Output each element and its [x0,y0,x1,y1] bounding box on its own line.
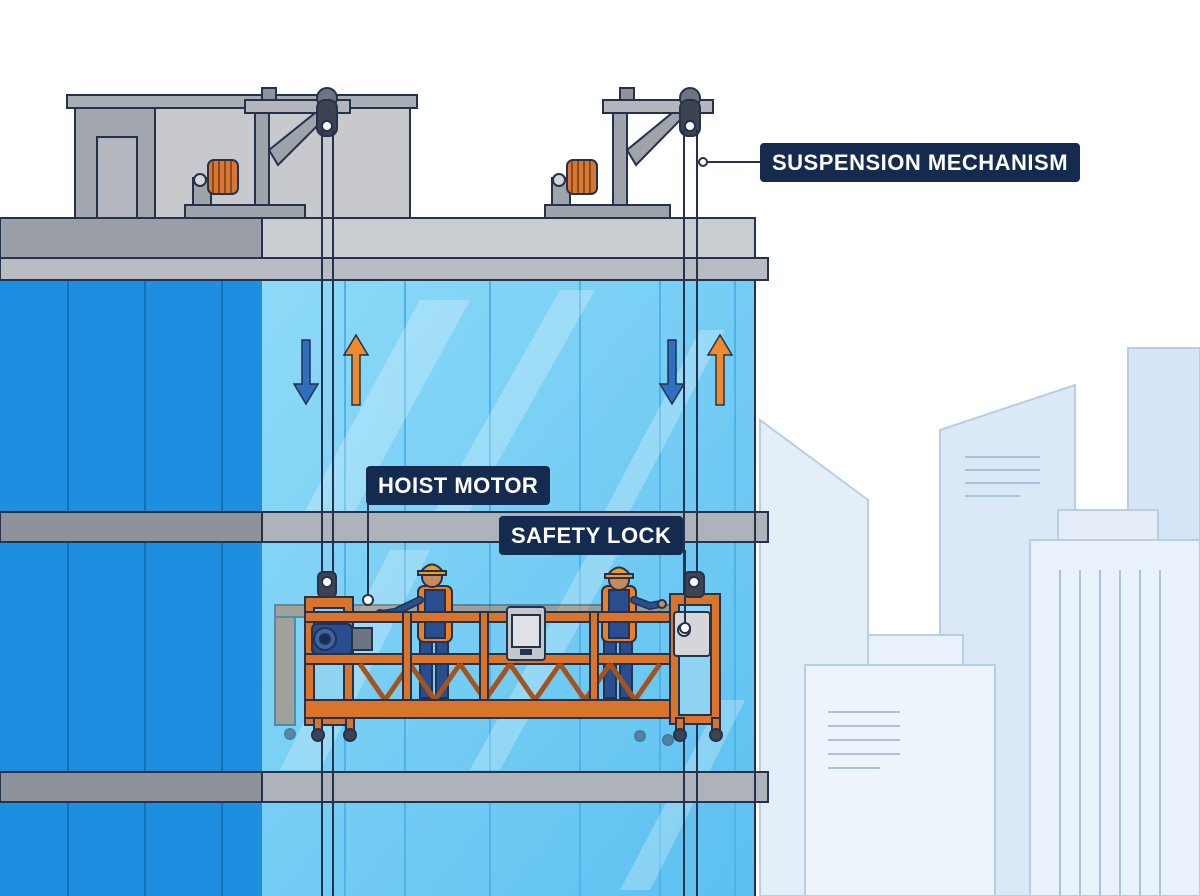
davit-arm-left [184,87,351,219]
safety-lock-label: SAFETY LOCK [499,516,684,555]
roof-door [96,136,138,219]
building-facade [0,217,769,896]
bg-tower-low [804,664,996,896]
hoist-motor-label: HOIST MOTOR [366,466,551,505]
leader-lines [362,157,760,634]
winch-icon [551,159,598,206]
arrow-down-icon [658,339,686,406]
platform-deck [304,699,721,719]
suspension-cables [321,130,698,896]
davit-arm-right [544,87,714,219]
winch-icon [192,159,239,206]
gondola-platform [284,571,723,746]
safety-lock-icon [673,611,711,657]
bg-tower-front-top [1057,509,1159,541]
arrow-up-icon [342,333,370,406]
suspension-mechanism-label: SUSPENSION MECHANISM [760,143,1081,182]
roof-structure [66,94,418,219]
roof-ledge [0,257,769,281]
control-box-icon [506,606,546,661]
arrow-down-icon [292,339,320,406]
bg-tower-front [1029,539,1200,896]
background-city [759,347,1200,896]
hoist-motor-icon [311,623,373,655]
arrow-up-icon [706,333,734,406]
platform-wheels [284,717,723,746]
bg-tower-low-top [867,634,964,666]
roof-parapet-right [261,217,756,259]
